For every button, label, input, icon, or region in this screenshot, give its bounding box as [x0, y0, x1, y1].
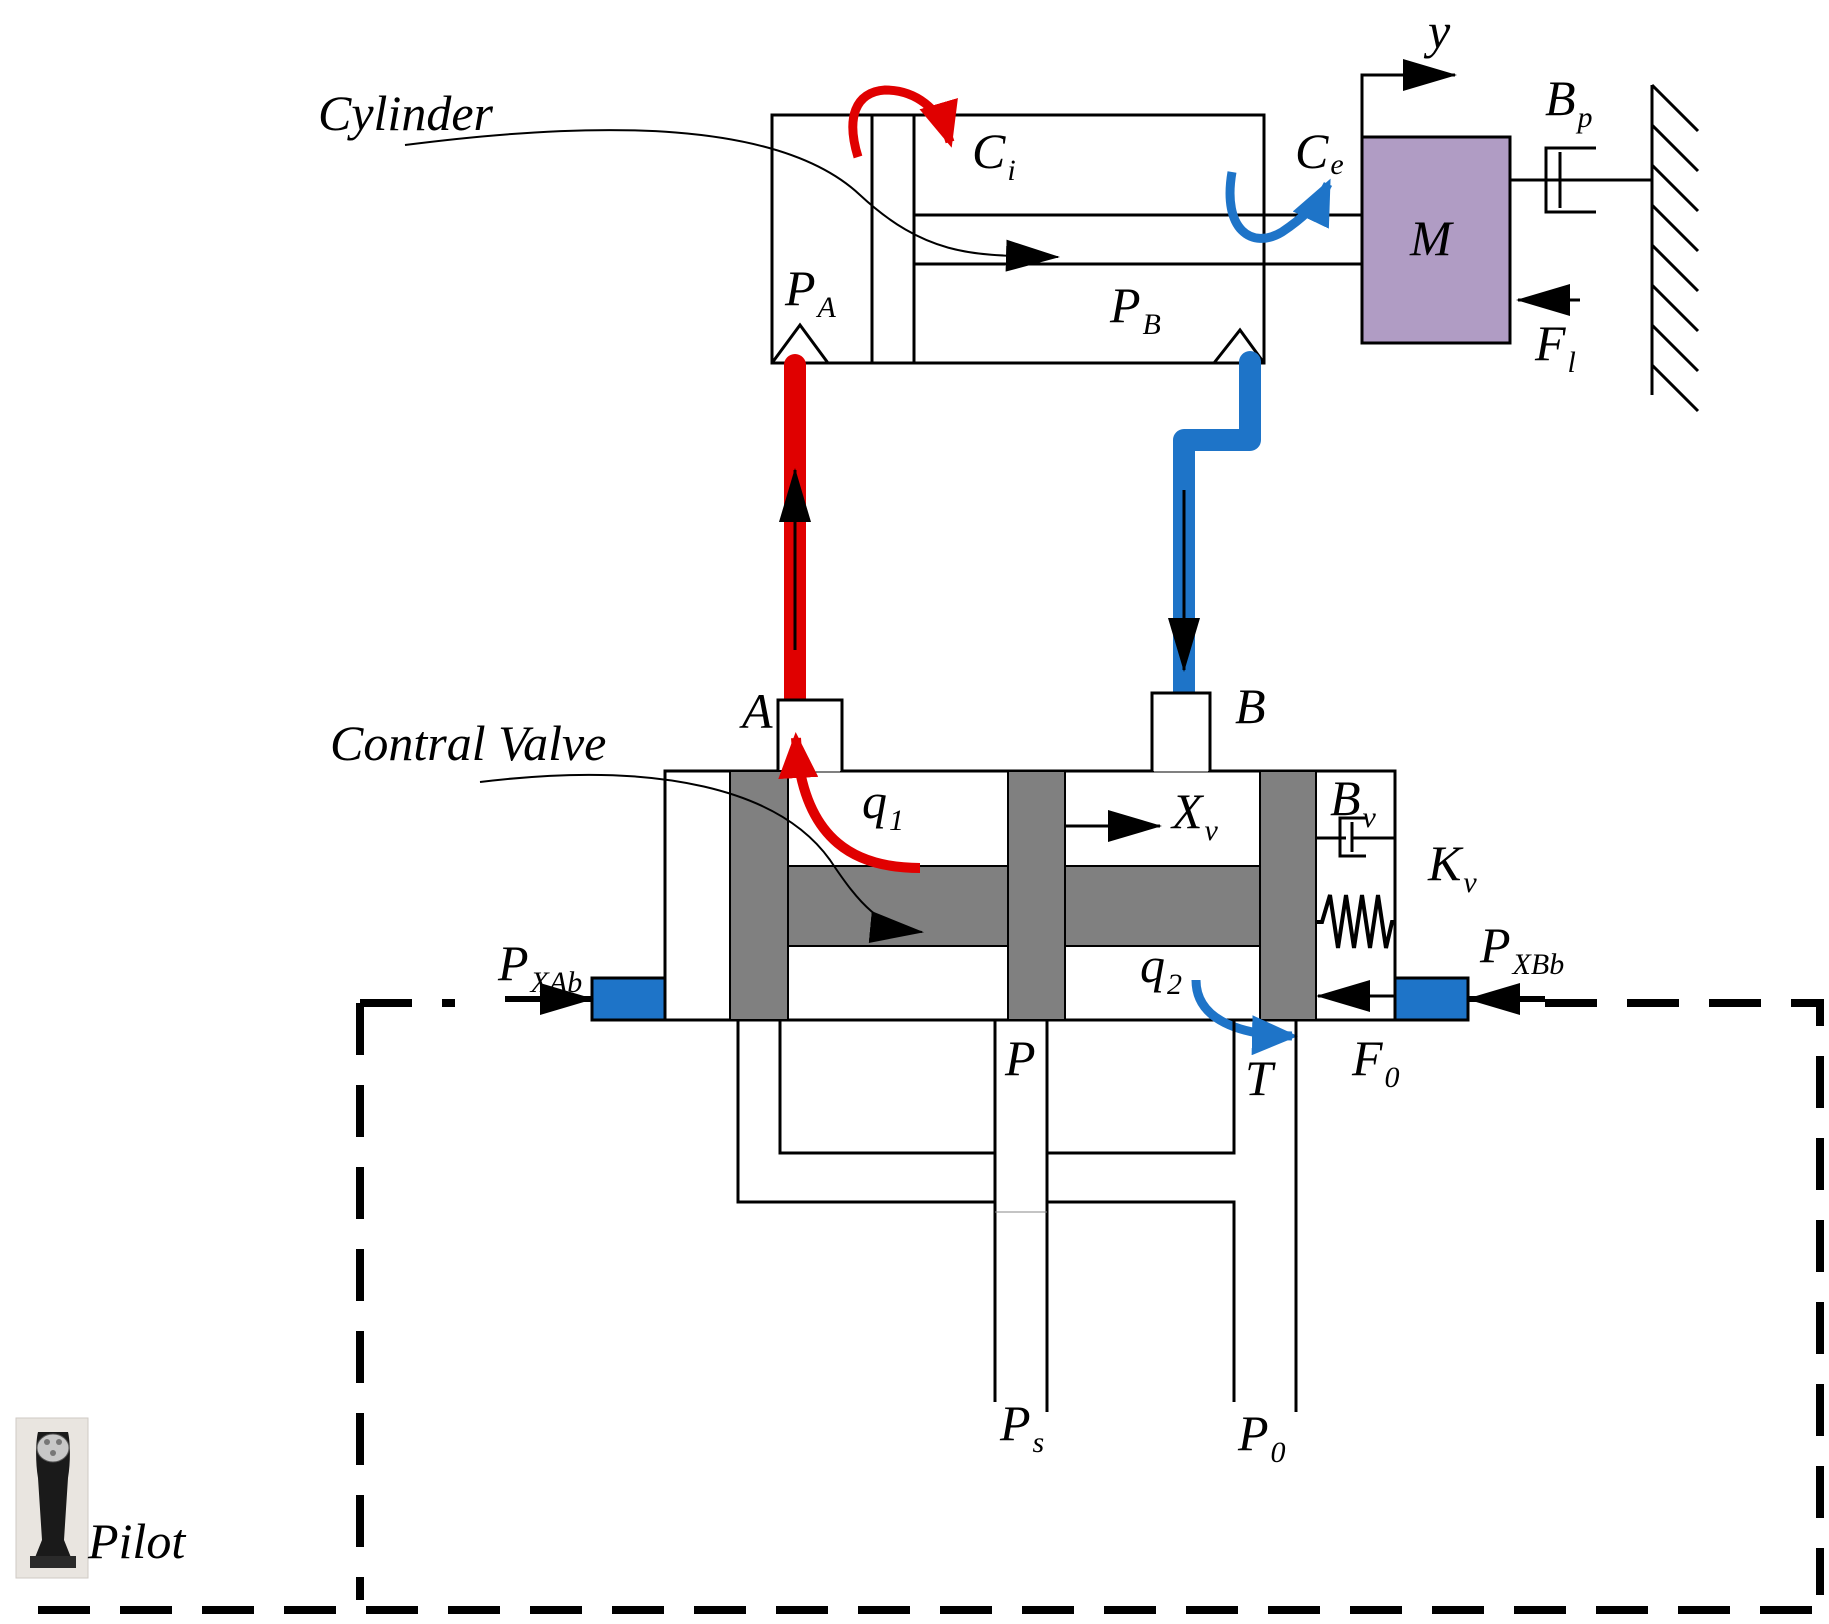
pa-label: PA: [784, 260, 837, 324]
xv-label: Xv: [1170, 783, 1219, 847]
port-a-tube: [776, 698, 844, 771]
mass-block: [1360, 135, 1512, 345]
q1-flow-arrow: [778, 732, 921, 873]
spool-land-middle: [1007, 770, 1066, 1021]
port-a-label: A: [739, 683, 773, 739]
port-p-label: P: [1004, 1030, 1036, 1086]
spool-land-left: [729, 770, 789, 1021]
ce-label: Ce: [1295, 123, 1344, 181]
spool-land-right: [1259, 770, 1317, 1021]
port-b-tube: [1150, 691, 1212, 771]
mass-label: M: [1409, 210, 1454, 266]
ci-label: Ci: [972, 123, 1016, 187]
ci-leak-arrow: [848, 85, 958, 159]
damper-bv: [1338, 816, 1366, 858]
bv-label: Bv: [1330, 770, 1377, 834]
bp-label: Bp: [1545, 70, 1593, 134]
port-b-marker: [1212, 327, 1266, 364]
piping: [736, 1020, 1298, 1412]
pilot-chamber-right: [1393, 976, 1470, 1022]
port-t-label: T: [1245, 1050, 1276, 1106]
p0-label: P0: [1237, 1405, 1286, 1469]
piston: [870, 113, 916, 365]
ground-wall: [1650, 83, 1700, 413]
valve-callout-arrow: [479, 773, 924, 943]
cylinder-label: Cylinder: [318, 85, 494, 141]
piston-rod: [914, 213, 1362, 266]
load: [1360, 59, 1700, 413]
q1-label: q1: [862, 773, 904, 837]
pilot-chamber-left: [590, 976, 667, 1022]
ps-label: Ps: [999, 1395, 1044, 1459]
cylinder-callout-arrow: [404, 129, 1060, 272]
pxbb-label: PXBb: [1479, 917, 1564, 981]
kv-label: Kv: [1427, 835, 1477, 899]
pxab-label: PXAb: [497, 935, 582, 999]
pilot-label: Pilot: [87, 1513, 186, 1569]
control-valve-label: Contral Valve: [330, 715, 606, 771]
ce-leak-arrow: [1225, 171, 1333, 243]
cylinder-body: [770, 113, 1266, 365]
displacement-line: [1360, 73, 1420, 137]
pilot-lines: [38, 999, 1824, 1614]
control-valve: [505, 691, 1545, 1022]
q2-flow-arrow: [1191, 979, 1298, 1056]
f0-label: F0: [1351, 1030, 1400, 1094]
y-label: y: [1423, 3, 1451, 59]
damper-bp: [1544, 146, 1596, 214]
pb-label: PB: [1109, 277, 1161, 341]
spring-kv: [1316, 894, 1395, 949]
fl-label: Fl: [1534, 315, 1576, 379]
return-line: [1168, 351, 1261, 711]
port-b-label: B: [1235, 678, 1266, 734]
q2-label: q2: [1140, 937, 1182, 1001]
port-a-marker: [770, 322, 830, 364]
pilot-joystick-icon: [15, 1417, 89, 1579]
